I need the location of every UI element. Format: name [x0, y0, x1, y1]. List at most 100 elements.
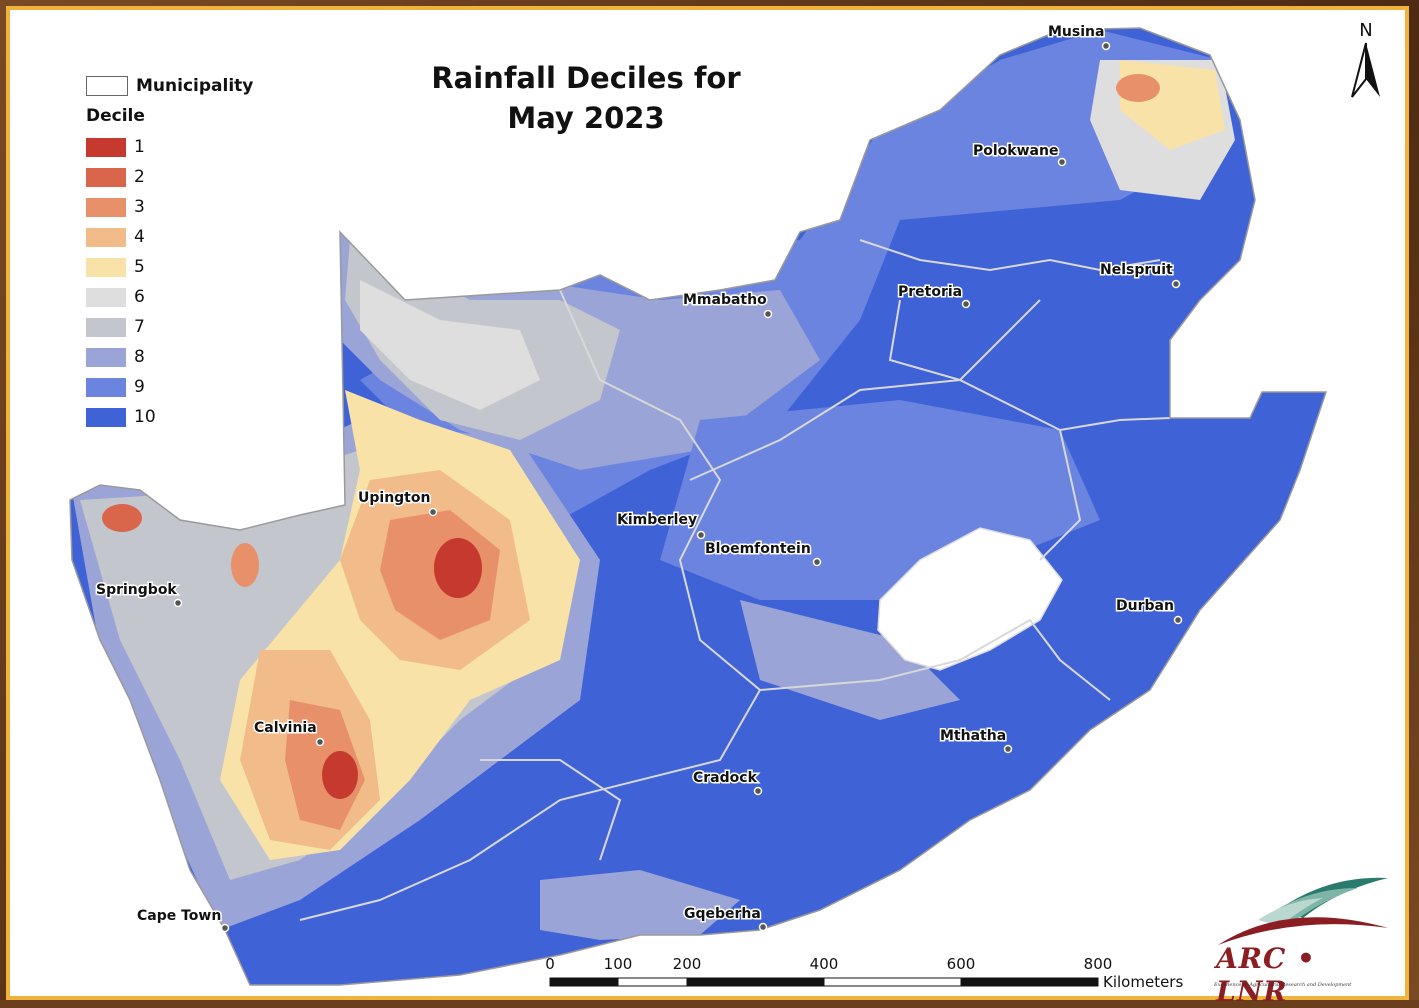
legend-class-label: 5	[134, 257, 145, 277]
logo-tagline: Excellence in Agricultural Research and …	[1214, 982, 1352, 988]
legend-class-2: 2	[86, 162, 253, 192]
city-marker-icon	[758, 922, 768, 932]
boundary-western-cape	[480, 759, 622, 861]
scale-segment	[686, 977, 825, 987]
city-marker-icon	[1057, 157, 1067, 167]
city-label: Springbok	[96, 582, 177, 598]
decile-area-3-northeast	[1116, 74, 1160, 102]
place-musina: Musina	[1047, 23, 1111, 51]
place-mmabatho: Mmabatho	[682, 291, 773, 319]
legend-class-1: 1	[86, 132, 253, 162]
city-marker-icon	[763, 309, 773, 319]
place-gqeberha: Gqeberha	[683, 905, 768, 932]
city-label: Pretoria	[898, 284, 962, 300]
place-mthatha: Mthatha	[939, 727, 1013, 754]
decile-area-8-east-center	[740, 600, 960, 720]
legend-class-label: 2	[134, 167, 145, 187]
place-springbok: Springbok	[95, 581, 183, 608]
boundary-northern-cape	[299, 289, 762, 921]
title-line-1: Rainfall Deciles for	[431, 61, 741, 95]
city-label: Mthatha	[940, 728, 1006, 744]
title-line-2: May 2023	[507, 101, 665, 135]
country-outline	[69, 27, 1328, 986]
city-label: Cradock	[693, 770, 758, 786]
legend-municipality-label: Municipality	[136, 76, 254, 96]
legend-heading: Decile	[86, 106, 145, 126]
legend-swatch	[86, 137, 126, 157]
north-arrow-icon	[1351, 42, 1380, 98]
north-label: N	[1359, 20, 1373, 41]
legend-class-label: 1	[134, 137, 145, 157]
scale-unit-label: Kilometers	[1103, 973, 1183, 991]
scale-segment	[549, 977, 619, 987]
decile-area-2-northwest	[102, 504, 142, 532]
legend-swatch	[86, 377, 126, 397]
place-kimberley: Kimberley	[616, 511, 706, 540]
city-label: Musina	[1048, 24, 1104, 40]
scale-tick-label: 200	[673, 955, 702, 973]
legend-class-label: 9	[134, 377, 145, 397]
legend-class-8: 8	[86, 342, 253, 372]
legend-class-6: 6	[86, 282, 253, 312]
place-bloemfontein: Bloemfontein	[704, 540, 822, 567]
legend-class-7: 7	[86, 312, 253, 342]
place-upington: Upington	[357, 489, 438, 517]
city-label: Gqeberha	[684, 906, 761, 922]
city-label: Calvinia	[254, 720, 317, 736]
city-label: Cape Town	[137, 908, 221, 924]
city-marker-icon	[1171, 279, 1181, 289]
boundary-gauteng	[859, 239, 1161, 272]
logo-mark-icon	[1218, 877, 1388, 945]
arc-lnr-logo: ARC • LNR Excellence in Agricultural Res…	[1208, 870, 1398, 1008]
map-title: Rainfall Deciles for May 2023	[400, 58, 772, 138]
place-nelspruit: Nelspruit	[1099, 261, 1181, 289]
city-marker-icon	[173, 598, 183, 608]
lesotho	[877, 527, 1063, 671]
decile-area-6-northwest	[360, 280, 540, 410]
scale-tick-label: 600	[947, 955, 976, 973]
decile-area-1-southwest	[322, 751, 358, 799]
legend-class-label: 8	[134, 347, 145, 367]
scale-segment	[960, 977, 1099, 987]
place-cradock: Cradock	[692, 769, 763, 796]
legend-swatch	[86, 287, 126, 307]
legend-swatch	[86, 347, 126, 367]
scale-segment	[823, 977, 962, 987]
eswatini	[1170, 330, 1250, 418]
place-pretoria: Pretoria	[897, 283, 971, 309]
city-label: Bloemfontein	[705, 541, 811, 557]
legend-swatch	[86, 167, 126, 187]
city-label: Nelspruit	[1100, 262, 1173, 278]
decile-area-2-springbok	[231, 543, 259, 587]
place-calvinia: Calvinia	[253, 719, 325, 747]
legend-swatch	[86, 257, 126, 277]
legend-class-5: 5	[86, 252, 253, 282]
city-marker-icon	[315, 737, 325, 747]
legend-swatch	[86, 407, 126, 427]
legend-class-label: 4	[134, 227, 145, 247]
city-label: Upington	[358, 490, 430, 506]
scale-tick-label: 800	[1084, 955, 1113, 973]
city-marker-icon	[753, 786, 763, 796]
municipality-swatch	[86, 76, 128, 96]
legend-swatch	[86, 317, 126, 337]
boundary-mpumalanga	[888, 299, 1041, 382]
scale-tick-label: 0	[545, 955, 555, 973]
legend-municipality: Municipality	[86, 72, 253, 100]
legend-class-3: 3	[86, 192, 253, 222]
place-cape-town: Cape Town	[136, 907, 230, 933]
place-polokwane: Polokwane	[972, 142, 1067, 167]
city-marker-icon	[1173, 615, 1183, 625]
city-marker-icon	[1003, 744, 1013, 754]
legend-class-label: 7	[134, 317, 145, 337]
logo-text: ARC • LNR	[1216, 942, 1316, 1008]
legend-class-label: 3	[134, 197, 145, 217]
scale-segment	[617, 977, 688, 987]
city-marker-icon	[1101, 41, 1111, 51]
